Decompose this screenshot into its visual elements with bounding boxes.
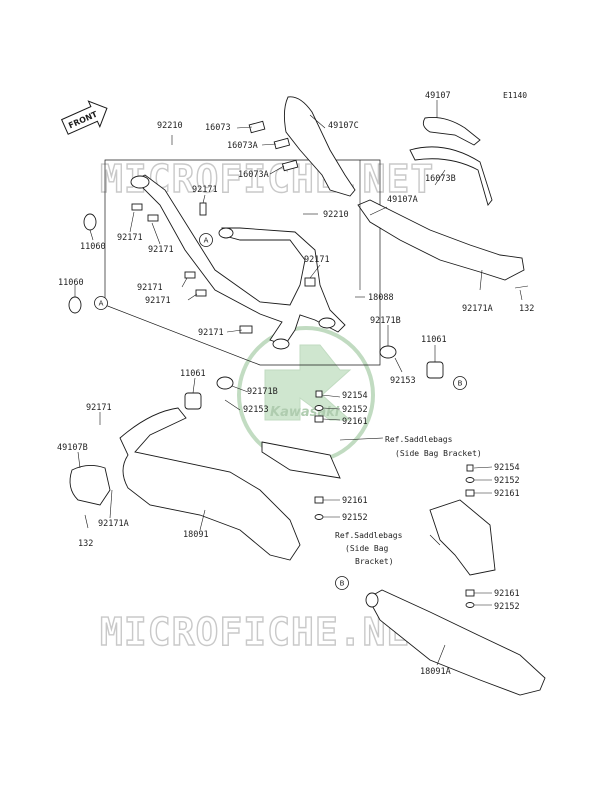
part-label-92153-b: 92153 [243,405,269,415]
part-label-16073a-1: 16073A [227,141,258,151]
part-label-92171-f: 92171 [145,296,171,306]
joint-11061-a [184,392,202,410]
part-label-92154-a: 92154 [342,391,368,401]
muffler-18091 [119,407,301,561]
heat-cover-49107 [422,117,481,146]
heat-guard-49107b [69,465,111,506]
part-label-18088: 18088 [368,293,394,303]
part-label-92161-a: 92161 [342,417,368,427]
part-label-92152-a: 92152 [342,405,368,415]
part-label-92171a-2: 92171A [98,519,129,529]
part-label-92171-e: 92171 [137,283,163,293]
ref-saddlebags-2-line2: (Side Bag [345,544,389,553]
part-label-92210-a: 92210 [157,121,183,131]
assembly-frame [104,159,381,366]
part-label-49107b: 49107B [57,443,88,453]
ref-saddlebags-2-line1: Ref.Saddlebags [335,531,403,540]
part-label-92161-d: 92161 [494,589,520,599]
svg-text:A: A [204,237,209,245]
part-label-92161-b: 92161 [494,489,520,499]
part-label-92152-b: 92152 [494,476,520,486]
part-label-49107a: 49107A [387,195,418,205]
ref-saddlebags-1-line1: Ref.Saddlebags [385,435,453,444]
header-flange-rear [218,227,234,239]
gasket-11060-b [68,296,82,314]
part-label-92152-c: 92152 [342,513,368,523]
clamp-92171-3 [199,202,207,216]
part-label-92171-a: 92171 [192,185,218,195]
part-label-18091: 18091 [183,530,209,540]
connector-b-1: B [453,376,467,390]
part-label-16073: 16073 [205,123,231,133]
part-label-92152-d: 92152 [494,602,520,612]
muffler-bracket-right [429,499,496,576]
connector-a-2: A [94,296,108,310]
ref-saddlebags-2-line3: Bracket) [355,557,394,566]
part-label-92171b-2: 92171B [247,387,278,397]
part-label-49107: 49107 [425,91,451,101]
header-outlet-front [272,338,290,350]
diagram-code: E1140 [503,91,527,100]
part-label-92171-h: 92171 [86,403,112,413]
part-label-132-b: 132 [78,539,93,549]
muffler-bracket-center [261,441,341,479]
part-label-11060-b: 11060 [58,278,84,288]
svg-text:B: B [458,380,463,388]
clamp-92171-2 [147,214,159,222]
gasket-11060-a [83,213,97,231]
header-outlet-rear [318,317,336,329]
svg-text:A: A [99,300,104,308]
svg-text:B: B [340,580,345,588]
part-label-92171-c: 92171 [148,245,174,255]
bolt-132-a [514,285,529,289]
clamp-92171b-rear [379,345,397,359]
clamp-92171b-front [216,376,234,390]
front-arrow-icon: FRONT [60,100,108,135]
muffler-18091a [367,589,546,696]
clamp-92171-4 [184,271,196,279]
clamp-16073 [248,120,266,134]
leader-lines [74,100,523,666]
part-label-11061-a: 11061 [421,335,447,345]
part-label-92171-g: 92171 [198,328,224,338]
part-label-18091a: 18091A [420,667,451,677]
part-label-92171-d: 92171 [304,255,330,265]
part-label-49107c: 49107C [328,121,359,131]
clamp-16073a-1 [273,137,291,150]
part-label-92153-a: 92153 [390,376,416,386]
heat-cover-49107a [357,199,525,281]
part-label-11060-a: 11060 [80,242,106,252]
part-label-16073a-2: 16073A [238,170,269,180]
svg-text:Kawasaki: Kawasaki [270,405,340,420]
clamp-16073a-2 [281,159,299,172]
part-label-92171a-1: 92171A [462,304,493,314]
part-label-92154-b: 92154 [494,463,520,473]
bolt-132-b [84,514,89,529]
clamp-92171-6 [304,277,316,287]
header-pipe-18088 [134,174,346,346]
connector-a-1: A [199,233,213,247]
part-label-92161-c: 92161 [342,496,368,506]
part-label-92171-b: 92171 [117,233,143,243]
muffler-18091a-inlet [365,592,379,608]
part-label-11061-b: 11061 [180,369,206,379]
ref-saddlebags-1-line2: (Side Bag Bracket) [395,449,482,458]
part-label-92171b-1: 92171B [370,316,401,326]
part-label-16073b: 16073B [425,174,456,184]
clamp-92171-5 [195,289,207,297]
joint-11061-b [426,361,444,379]
connector-b-2: B [335,576,349,590]
part-label-92210-b: 92210 [323,210,349,220]
heat-cover-16073b [409,146,493,206]
part-label-132-a: 132 [519,304,534,314]
header-flange-front [130,175,150,189]
clamp-92171-7 [239,325,253,334]
heat-cover-49107c [283,96,356,197]
clamp-92171-1 [131,203,143,211]
